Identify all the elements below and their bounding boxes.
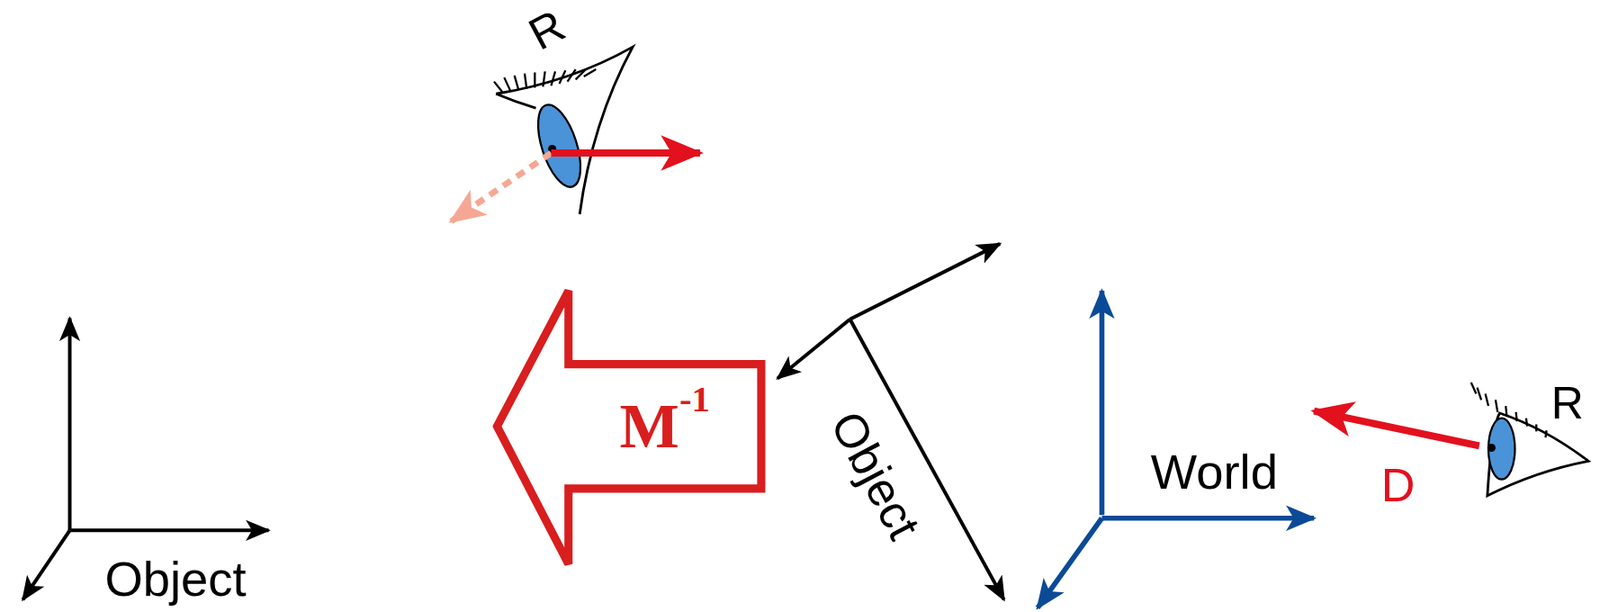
vector-label: D bbox=[1381, 461, 1416, 509]
transform-label: M-1 bbox=[572, 375, 757, 483]
world-frame bbox=[1037, 290, 1314, 608]
object-frame-tilted bbox=[777, 243, 1005, 601]
frame-label: Object bbox=[822, 404, 928, 548]
superscript: -1 bbox=[679, 381, 711, 419]
frame-label: World bbox=[1150, 448, 1278, 497]
frame-label: Object bbox=[104, 555, 246, 604]
eye-label: R bbox=[521, 3, 572, 59]
eye-right bbox=[1313, 382, 1589, 496]
transform-arrow bbox=[496, 290, 762, 565]
eye-top bbox=[450, 46, 701, 222]
matrix-symbol: M bbox=[620, 394, 680, 458]
eye-label: R bbox=[1551, 381, 1584, 427]
